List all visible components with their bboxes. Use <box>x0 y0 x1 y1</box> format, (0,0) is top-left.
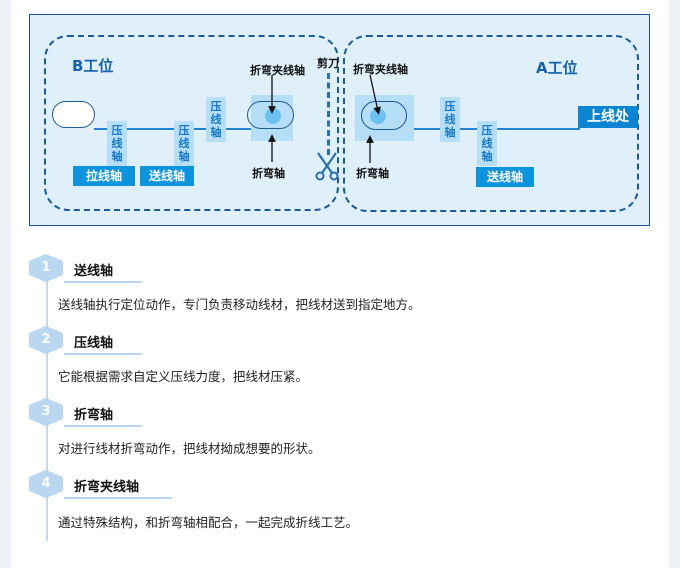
step-underline-1 <box>64 281 142 283</box>
step-desc-2: 它能根据需求自定义压线力度，把线材压紧。 <box>58 369 309 384</box>
feed-axis-tag-b: 送线轴 <box>140 166 194 186</box>
step-underline-4 <box>64 497 172 499</box>
press-axis-b3: 压线轴 <box>206 97 226 142</box>
step-title-3: 折弯轴 <box>74 408 114 423</box>
station-a-frame <box>343 35 639 212</box>
cutter-label: 剪刀 <box>317 57 339 70</box>
station-b-frame <box>44 35 339 211</box>
press-axis-b1: 压线轴 <box>107 121 127 166</box>
station-b-title: B工位 <box>72 57 114 75</box>
station-a-title: A工位 <box>536 59 578 77</box>
step-underline-3 <box>64 425 142 427</box>
process-diagram: B工位 A工位 压线轴 压线轴 压线轴 拉线轴 送线轴 折弯夹线轴 折弯轴 剪刀… <box>29 14 650 226</box>
bend-pill-a <box>361 101 407 130</box>
bend-axis-label-a: 折弯轴 <box>356 167 389 180</box>
press-axis-b2: 压线轴 <box>174 121 194 166</box>
pull-axis-tag: 拉线轴 <box>73 166 135 186</box>
bend-pill-b <box>247 101 294 129</box>
step-desc-3: 对进行线材折弯动作，把线材拗成想要的形状。 <box>58 441 321 456</box>
bend-clamp-label-b: 折弯夹线轴 <box>250 64 305 77</box>
output-tag: 上线处 <box>578 106 638 128</box>
bend-axis-label-b: 折弯轴 <box>252 167 285 180</box>
bend-arrows-b <box>268 75 276 162</box>
step-desc-4: 通过特殊结构，和折弯轴相配合，一起完成折线工艺。 <box>58 515 359 530</box>
step-title-2: 压线轴 <box>74 336 114 351</box>
press-axis-a1: 压线轴 <box>440 97 460 142</box>
step-underline-2 <box>64 353 142 355</box>
step-title-4: 折弯夹线轴 <box>74 480 140 495</box>
press-axis-a2: 压线轴 <box>477 121 497 166</box>
cutter-dashed-line <box>327 73 330 155</box>
wire-spool <box>52 101 95 128</box>
feed-axis-tag-a: 送线轴 <box>476 167 534 187</box>
bend-arrows-a <box>366 74 381 163</box>
bend-clamp-label-a: 折弯夹线轴 <box>353 63 408 76</box>
scissors-icon <box>315 152 339 181</box>
step-desc-1: 送线轴执行定位动作，专门负责移动线材，把线材送到指定地方。 <box>58 297 421 312</box>
step-title-1: 送线轴 <box>74 264 114 279</box>
